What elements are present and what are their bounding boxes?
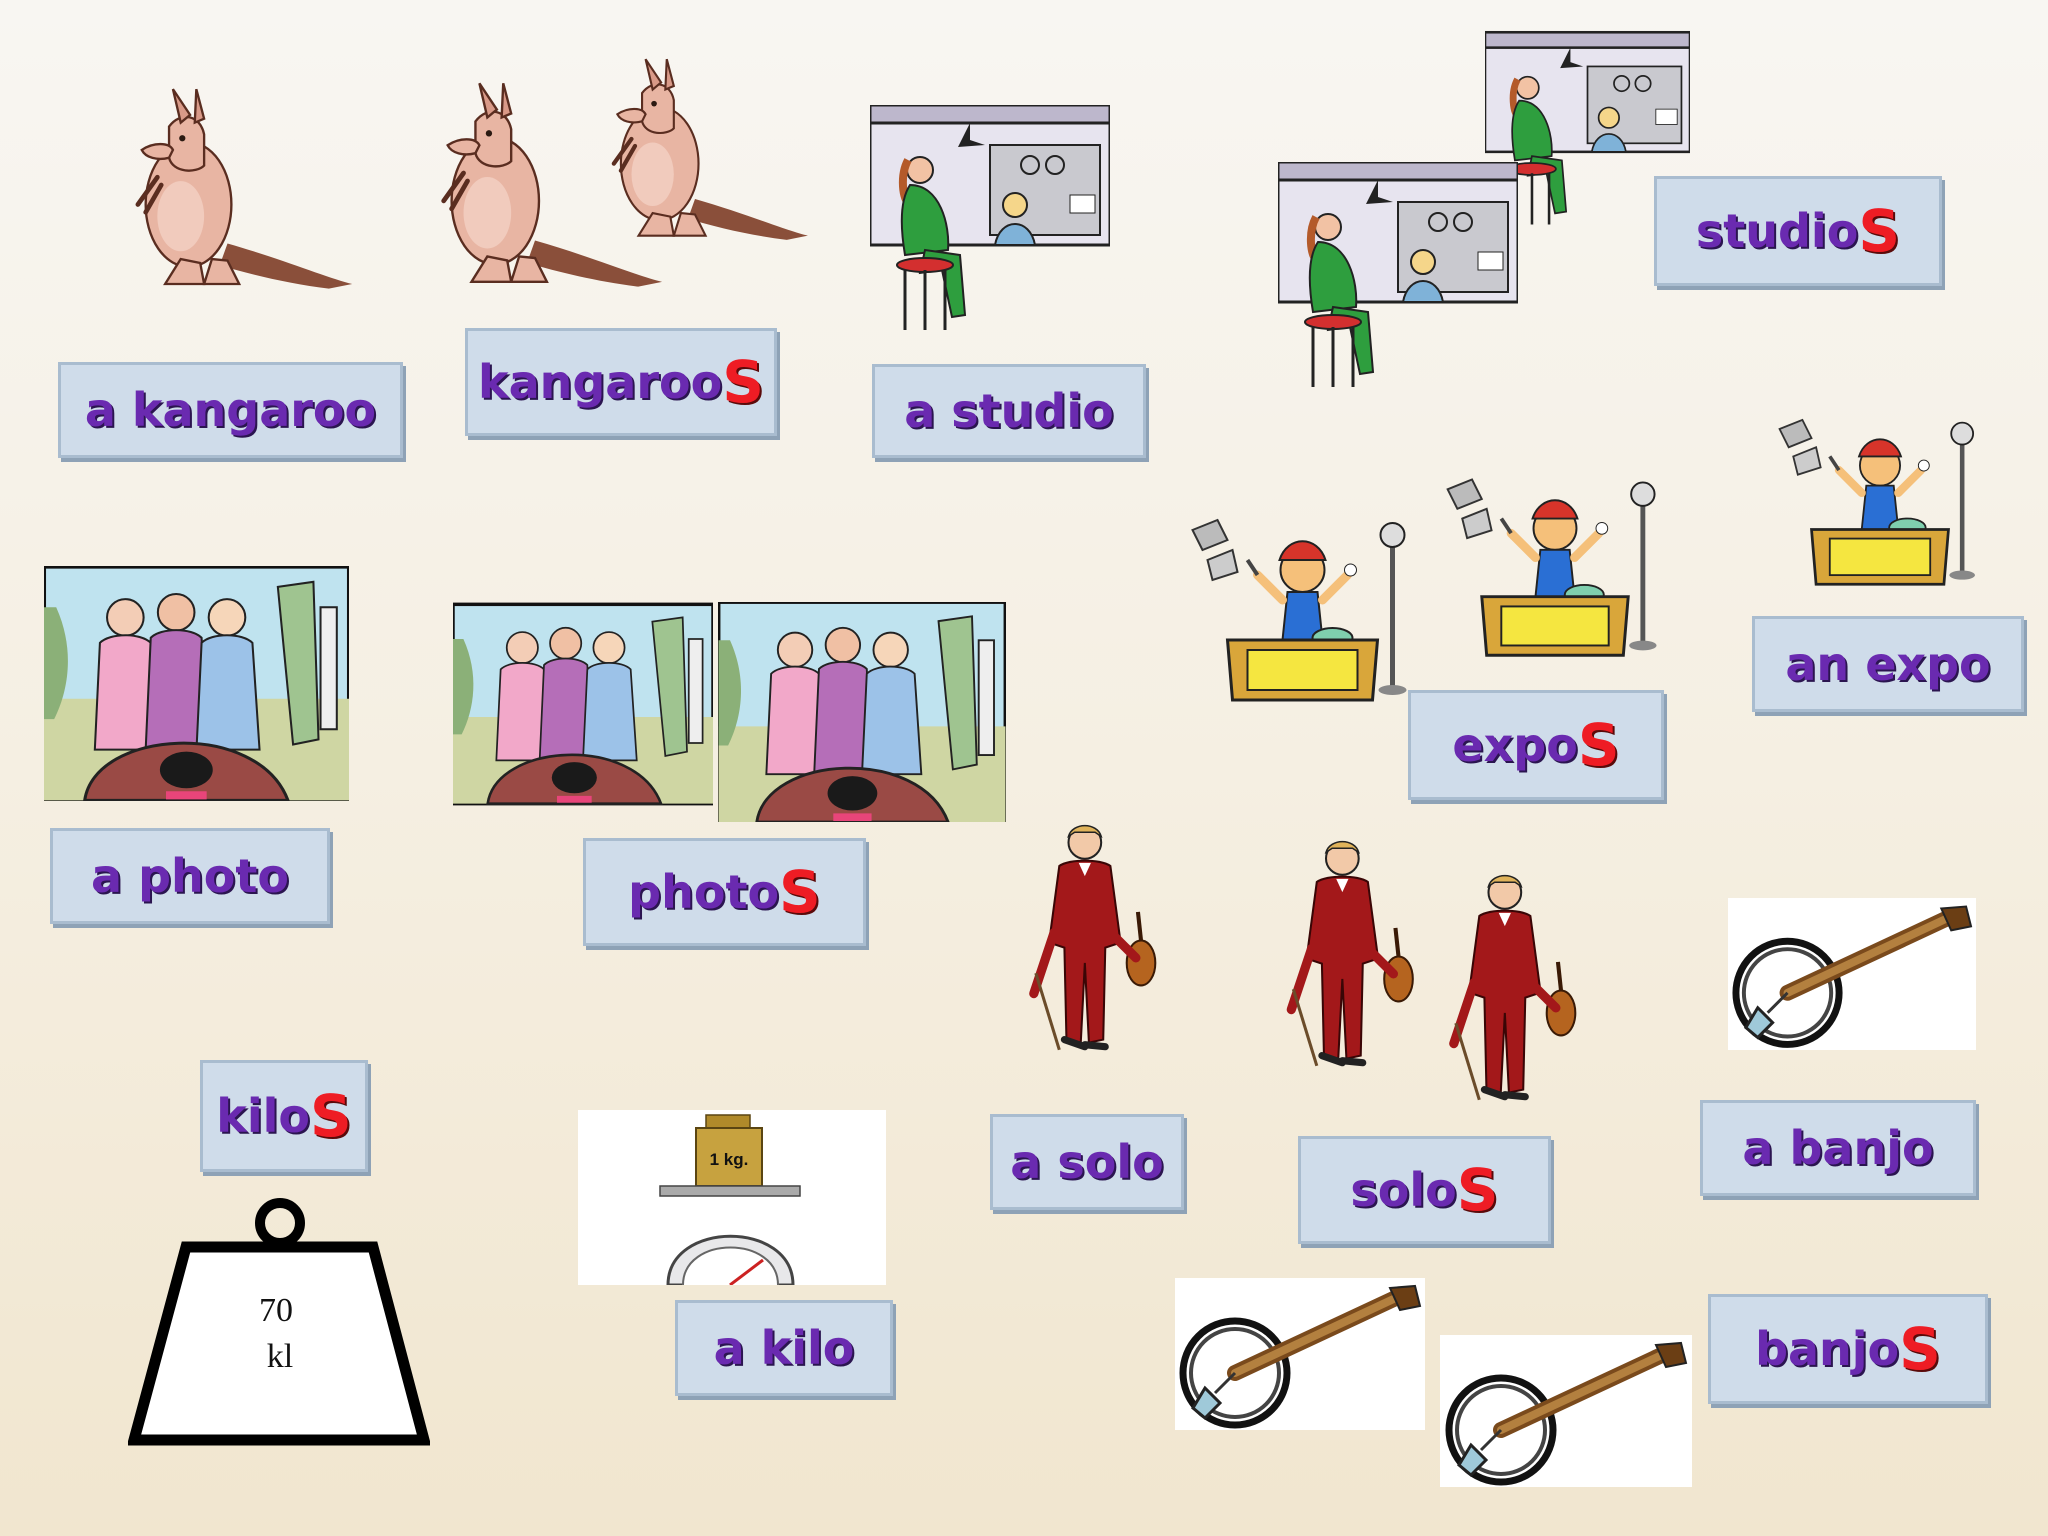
banjos-image-2 (1440, 1335, 1692, 1487)
weight-line1: 70 (259, 1292, 293, 1329)
solo-image (1015, 820, 1170, 1060)
kangaroo-image (95, 70, 360, 300)
weight-line2: kl (267, 1338, 293, 1375)
banjos-image-1 (1175, 1278, 1425, 1430)
weight-image: 70 kl (128, 1195, 430, 1447)
expo-image (1775, 395, 1985, 600)
photo-image (44, 566, 349, 801)
label-a-banjo: a banjo (1700, 1100, 1976, 1196)
label-a-studio: a studio (872, 364, 1146, 458)
expos-image-1 (1170, 500, 1435, 710)
studio-image (870, 105, 1110, 335)
label-an-expo: an expo (1752, 616, 2024, 712)
label-a-kilo: a kilo (675, 1300, 893, 1396)
photos-image-2 (718, 602, 1006, 822)
scale-label: 1 kg. (710, 1150, 749, 1169)
studios-image-2 (1278, 162, 1518, 392)
expos-image-2 (1420, 460, 1690, 665)
kangaroos-image-2 (575, 36, 815, 256)
banjo-image (1728, 898, 1976, 1050)
solos-image-2 (1430, 870, 1595, 1110)
label-a-kangaroo: a kangaroo (58, 362, 403, 458)
label-a-photo: a photo (50, 828, 330, 924)
photos-image-1 (453, 584, 713, 824)
solos-image-1 (1275, 836, 1425, 1076)
scale-image: 1 kg. (578, 1110, 886, 1285)
label-a-solo: a solo (990, 1114, 1184, 1210)
